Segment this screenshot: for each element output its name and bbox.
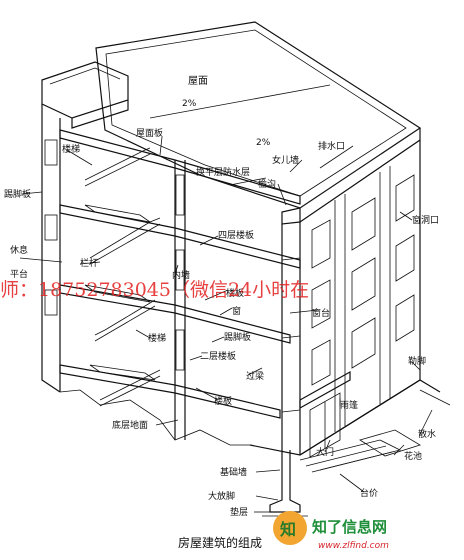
- label-ercenglouban: 二层楼板: [200, 350, 236, 362]
- label-louban: 楼板: [226, 287, 244, 299]
- label-chuangdongkou: 窗洞口: [412, 214, 439, 226]
- label-neiqiang: 内墙: [172, 269, 190, 281]
- label-yupeng: 雨篷: [340, 399, 358, 411]
- label-dafangjiao: 大放脚: [208, 490, 235, 502]
- label-slope-a: 2%: [182, 99, 197, 109]
- label-louti: 楼梯: [62, 143, 80, 155]
- label-dianceng: 垫层: [230, 506, 248, 518]
- label-huachi: 花池: [404, 450, 422, 462]
- label-sicenglouban: 四层楼板: [218, 229, 254, 241]
- label-guoliang: 过梁: [246, 370, 264, 382]
- watermark-text: 师：18752783045（微信24小时在: [0, 279, 309, 301]
- label-tiangou: 檐沟: [258, 178, 276, 190]
- label-louban-2: 楼板: [214, 395, 232, 407]
- label-pingtai: 平台: [10, 268, 28, 280]
- label-lanban: 栏杆: [80, 257, 98, 269]
- logo-mark: 知: [280, 520, 296, 539]
- label-damen: 大门: [316, 446, 334, 458]
- leader-lines: [19, 136, 433, 513]
- label-nverqiang: 女儿墙: [272, 154, 299, 166]
- label-dicengdimian: 底层地面: [112, 419, 148, 431]
- label-chuang: 窗: [232, 305, 241, 317]
- label-slope-b: 2%: [256, 138, 271, 148]
- label-wumianban: 屋面板: [136, 127, 163, 139]
- label-jichuqiang: 基础墙: [220, 466, 247, 478]
- building-drawing: [41, 21, 451, 517]
- logo-mark-icon: [273, 511, 307, 545]
- label-paishuikou: 排水口: [318, 140, 345, 152]
- label-wumian: 屋面: [188, 75, 208, 87]
- labels: 屋面 2% 2% 屋面板 排水口 女儿墙 换平层防水层 檐沟 楼梯 踢脚板 窗洞…: [4, 75, 439, 518]
- label-sanshui: 散水: [418, 428, 436, 440]
- label-taijie: 台价: [360, 487, 378, 499]
- label-chuangtai: 窗台: [312, 307, 330, 319]
- label-qinjiao: 勒脚: [408, 355, 426, 367]
- logo-url: www.zlfind.com: [318, 541, 389, 551]
- site-logo: 知 知了信息网 www.zlfind.com: [273, 511, 389, 551]
- label-tijiaoban: 踢脚板: [4, 188, 31, 200]
- label-tiliangban: 踢脚板: [224, 331, 251, 343]
- caption: 房屋建筑的组成: [178, 535, 262, 550]
- label-huanpingceng: 换平层防水层: [196, 166, 250, 178]
- logo-name: 知了信息网: [312, 518, 387, 536]
- label-loutiliang: 楼梯: [148, 332, 166, 344]
- label-xiuxi: 休息: [10, 244, 28, 256]
